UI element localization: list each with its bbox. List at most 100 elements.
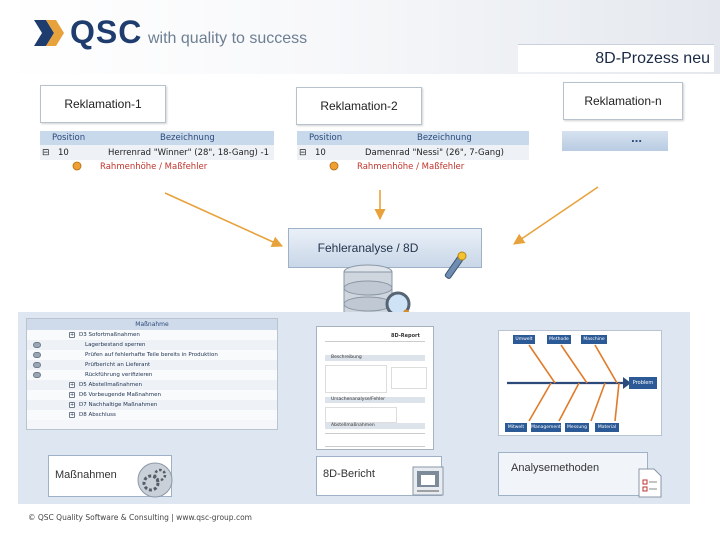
row-position: 10: [58, 147, 69, 158]
table-row[interactable]: ⊟ 10 Damenrad "Nessi" (26", 7-Gang): [297, 145, 529, 160]
fishbone-cause: Messung: [565, 423, 589, 432]
list-item[interactable]: Prüfbericht an Lieferant: [27, 360, 277, 370]
fishbone-cause: Methode: [547, 335, 571, 344]
arrow-from-claim-n: [513, 186, 599, 245]
column-position: Position: [309, 133, 343, 143]
list-item[interactable]: Lagerbestand sperren: [27, 340, 277, 350]
analysis-box: Fehleranalyse / 8D: [288, 228, 482, 268]
claim-label-n: Reklamation-n: [584, 94, 662, 108]
claim-table-2: Position Bezeichnung ⊟ 10 Damenrad "Ness…: [297, 131, 529, 175]
analysis-label: Fehleranalyse / 8D: [317, 241, 419, 255]
list-item[interactable]: + D7 Nachhaltige Maßnahmen: [27, 400, 277, 410]
tagline: with quality to success: [148, 30, 308, 47]
claim-table-1: Position Bezeichnung ⊟ 10 Herrenrad "Win…: [40, 131, 274, 175]
expand-icon[interactable]: ⊟: [299, 147, 307, 158]
fishbone-preview: Umwelt Methode Maschine Mitwelt Manageme…: [498, 330, 662, 436]
report-text-block: [325, 433, 425, 447]
list-item-label: D6 Vorbeugende Maßnahmen: [79, 392, 161, 398]
footer-copyright: © QSC Quality Software & Consulting | ww…: [28, 513, 252, 522]
claim-box-1: Reklamation-1: [40, 85, 166, 123]
status-dot-icon: [33, 372, 41, 378]
column-position: Position: [52, 133, 86, 143]
table-subrow[interactable]: Rahmenhöhe / Maßfehler: [297, 160, 529, 174]
methods-card: Analysemethoden: [498, 452, 648, 496]
gears-icon: [136, 462, 174, 498]
report-section-bar: Ursachenanalyse/Fehler: [325, 397, 425, 403]
fishbone-cause: Umwelt: [513, 335, 535, 344]
claim-label-1: Reklamation-1: [64, 97, 142, 111]
report-section-bar: Abstellmaßnahmen: [325, 423, 425, 429]
report-section-1: Beschreibung: [331, 355, 362, 360]
report-section-bar: Beschreibung: [325, 355, 425, 361]
row-description: Herrenrad "Winner" (28", 18-Gang) -1: [108, 147, 270, 158]
table-header: Position Bezeichnung: [40, 131, 274, 145]
fishbone-cause: Maschine: [581, 335, 607, 344]
list-item[interactable]: + D6 Vorbeugende Maßnahmen: [27, 390, 277, 400]
list-item[interactable]: Rückführung verifizieren: [27, 370, 277, 380]
claim-label-2: Reklamation-2: [320, 99, 398, 113]
claim-box-2: Reklamation-2: [296, 87, 422, 125]
fishbone-effect: Problem: [629, 377, 657, 389]
table-header: Position Bezeichnung: [297, 131, 529, 145]
expand-icon[interactable]: +: [69, 332, 75, 338]
report-title: 8D-Report: [391, 333, 420, 339]
arrow-from-claim-1: [164, 192, 284, 247]
report-fields: [325, 341, 425, 354]
expand-icon[interactable]: +: [69, 382, 75, 388]
subrow-description: Rahmenhöhe / Maßfehler: [357, 162, 465, 172]
measures-label: Maßnahmen: [55, 469, 117, 481]
report-text-block: [325, 365, 387, 393]
report-document-icon: [412, 466, 444, 496]
list-item[interactable]: + D3 Sofortmaßnahmen: [27, 330, 277, 340]
claim-table-n: ...: [562, 131, 668, 151]
list-item-label: Lagerbestand sperren: [85, 342, 146, 348]
report-label: 8D-Bericht: [323, 468, 375, 480]
report-preview: 8D-Report Beschreibung Ursachenanalyse/F…: [316, 326, 434, 450]
methods-label: Analysemethoden: [511, 462, 600, 474]
list-item-label: D3 Sofortmaßnahmen: [79, 332, 140, 338]
claim-box-n: Reklamation-n: [563, 82, 683, 120]
list-item-label: D5 Abstellmaßnahmen: [79, 382, 142, 388]
expand-icon[interactable]: +: [69, 392, 75, 398]
qsc-logo-icon: [32, 18, 66, 48]
analysis-wand-icon: [440, 250, 470, 284]
list-item-label: D7 Nachhaltige Maßnahmen: [79, 402, 158, 408]
report-section-2: Ursachenanalyse/Fehler: [331, 397, 385, 402]
expand-icon[interactable]: +: [69, 412, 75, 418]
report-text-block: [391, 367, 427, 389]
fishbone-cause: Mitwelt: [505, 423, 527, 432]
fishbone-cause: Management: [531, 423, 561, 432]
logo-text: QSC: [70, 14, 143, 50]
row-description: Damenrad "Nessi" (26", 7-Gang): [365, 147, 504, 158]
table-subrow[interactable]: Rahmenhöhe / Maßfehler: [40, 160, 274, 174]
status-dot-icon: [33, 342, 41, 348]
list-item-label: Rückführung verifizieren: [85, 372, 153, 378]
expand-icon[interactable]: +: [69, 402, 75, 408]
row-position: 10: [315, 147, 326, 158]
column-bezeichnung: Bezeichnung: [160, 133, 215, 143]
list-item[interactable]: Prüfen auf fehlerhafte Teile bereits in …: [27, 350, 277, 360]
defect-icon: [40, 161, 100, 174]
report-text-block: [325, 407, 397, 423]
list-item-label: Prüfen auf fehlerhafte Teile bereits in …: [85, 352, 218, 358]
fishbone-cause: Material: [595, 423, 619, 432]
table-row[interactable]: ⊟ 10 Herrenrad "Winner" (28", 18-Gang) -…: [40, 145, 274, 160]
list-item-label: Prüfbericht an Lieferant: [85, 362, 151, 368]
ellipsis: ...: [631, 130, 642, 145]
list-item[interactable]: + D5 Abstellmaßnahmen: [27, 380, 277, 390]
status-dot-icon: [33, 352, 41, 358]
status-dot-icon: [33, 362, 41, 368]
list-item[interactable]: + D8 Abschluss: [27, 410, 277, 420]
defect-icon: [297, 161, 357, 174]
subrow-description: Rahmenhöhe / Maßfehler: [100, 162, 208, 172]
checklist-icon: [638, 468, 662, 498]
list-item-label: D8 Abschluss: [79, 412, 116, 418]
column-bezeichnung: Bezeichnung: [417, 133, 472, 143]
measures-tree-header: Maßnahme: [27, 319, 277, 330]
report-section-3: Abstellmaßnahmen: [331, 423, 375, 428]
page-title: 8D-Prozess neu: [518, 44, 714, 72]
expand-icon[interactable]: ⊟: [42, 147, 50, 158]
